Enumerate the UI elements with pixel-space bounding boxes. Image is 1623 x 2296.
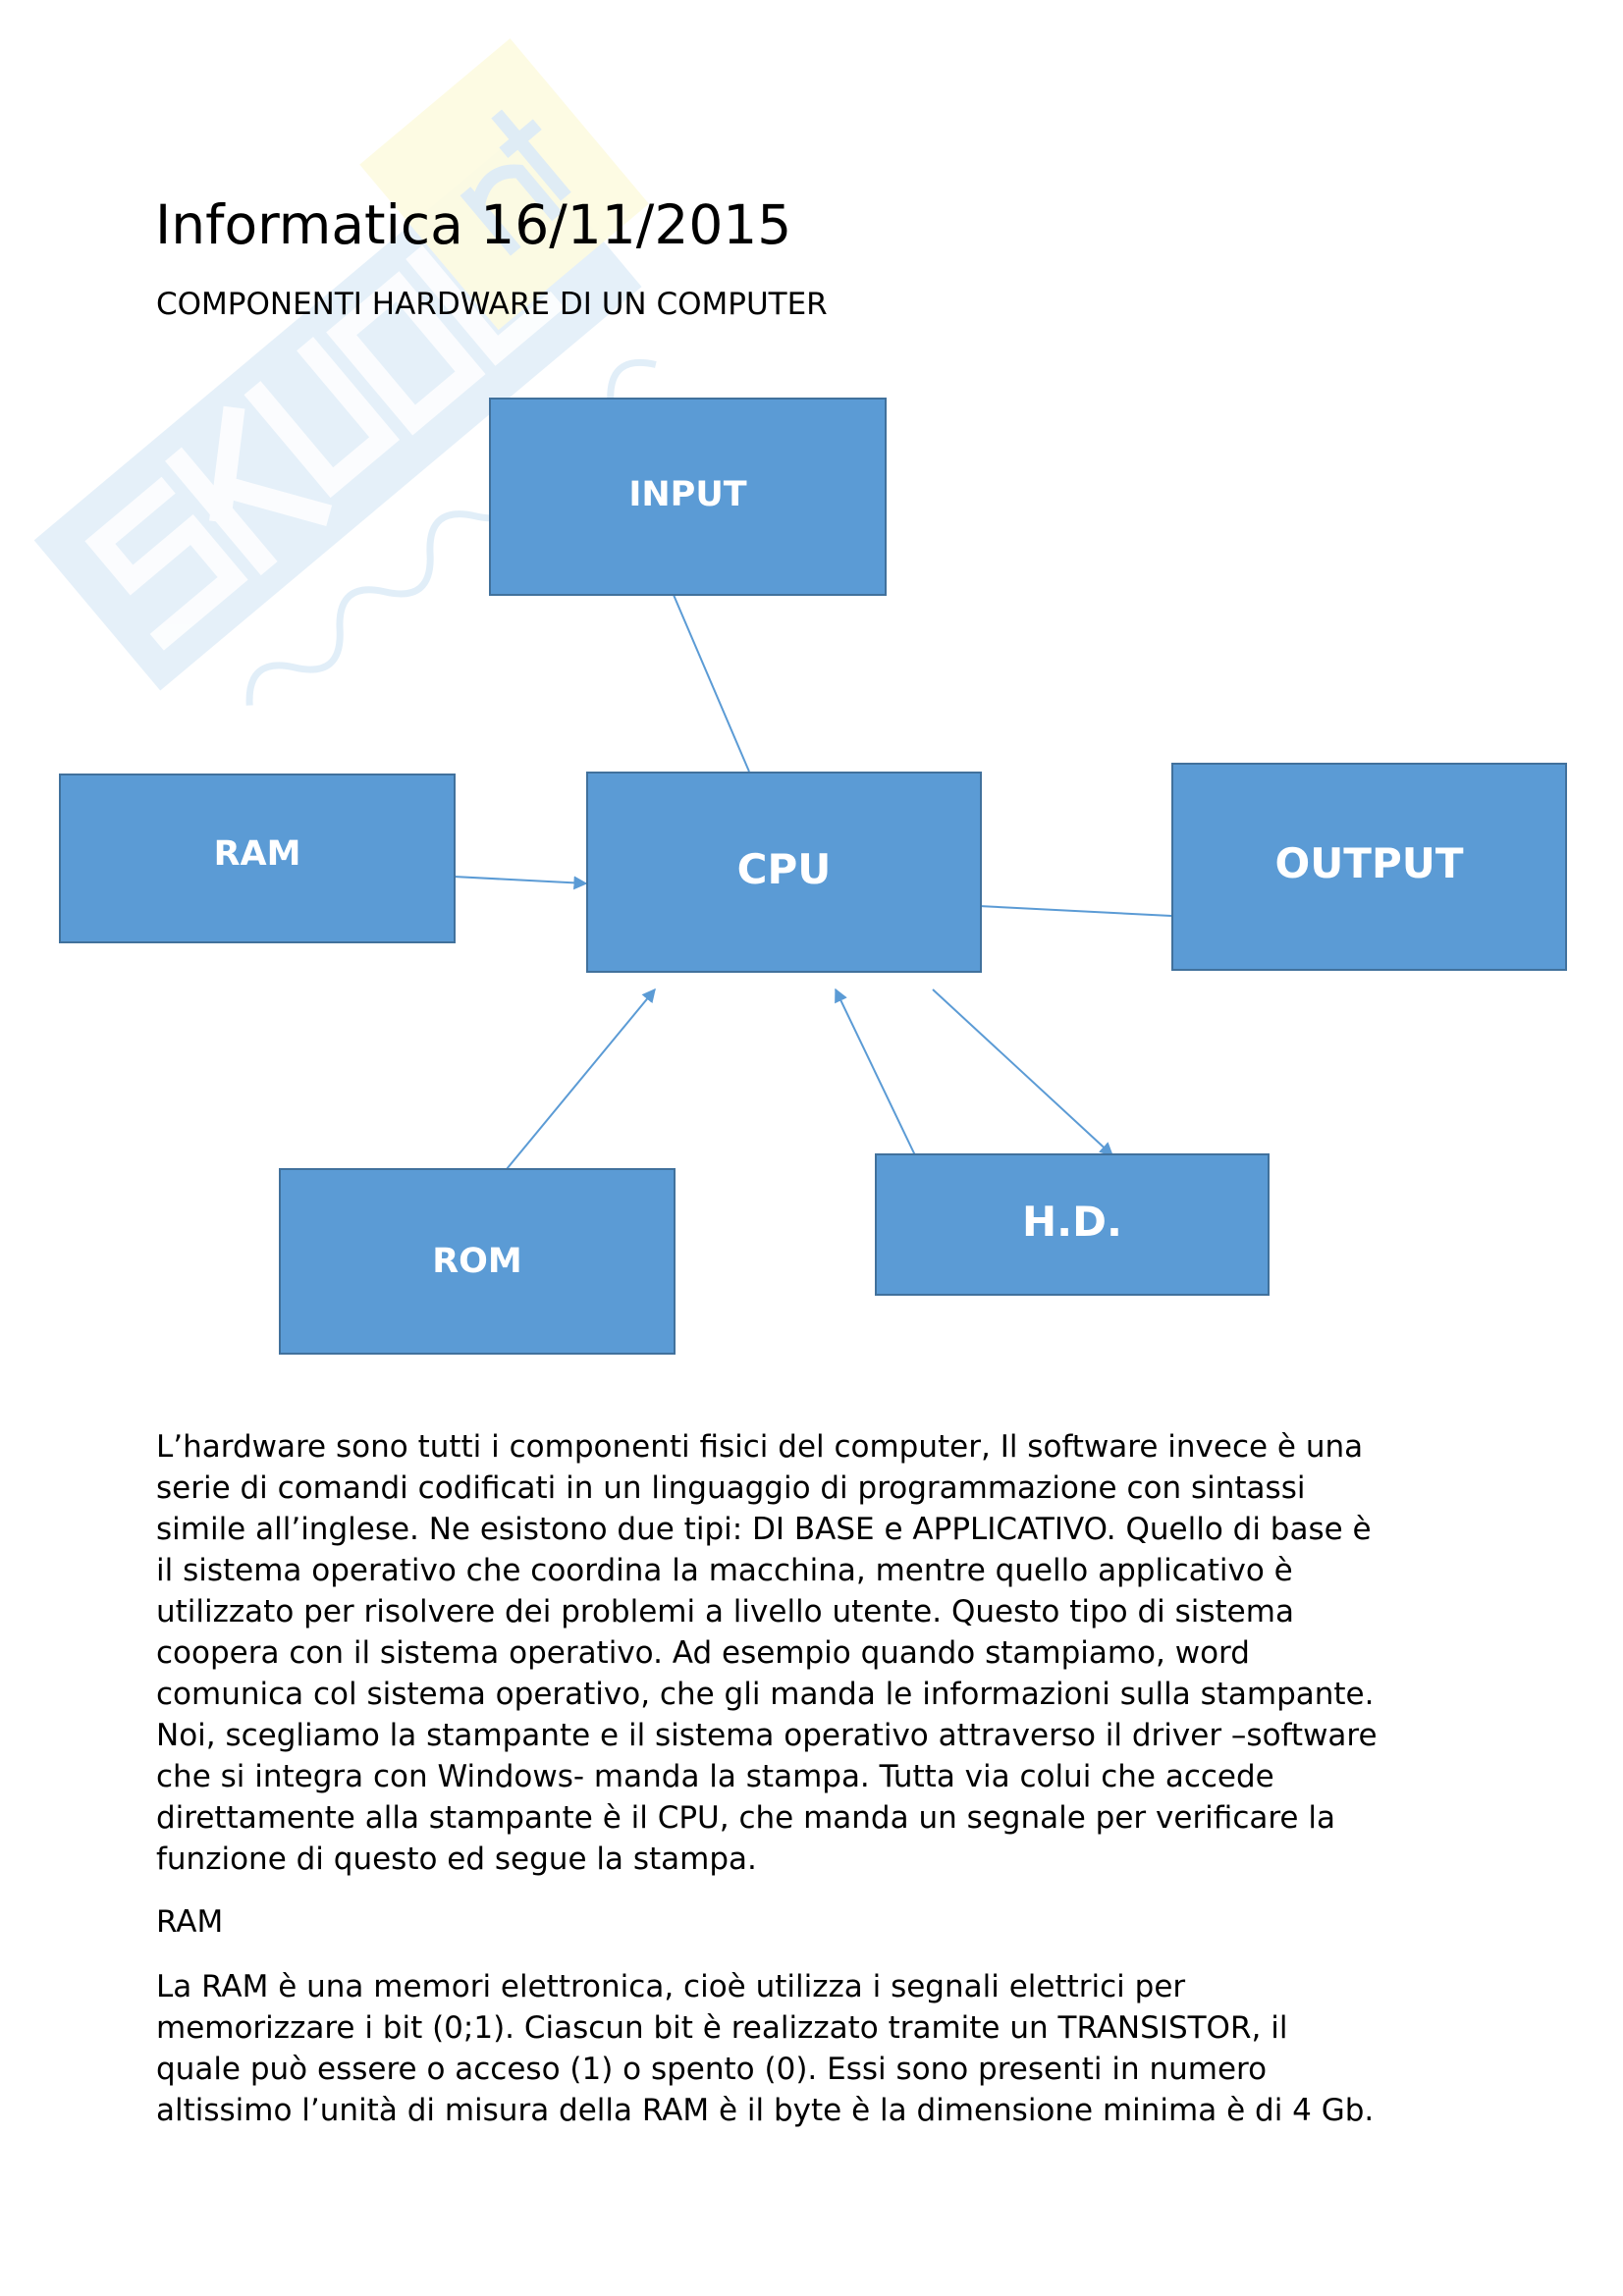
node-rom-label: ROM [432, 1242, 522, 1281]
connector-input-cpu [673, 594, 750, 773]
text-line: serie di comandi codificati in un lingua… [156, 1470, 1306, 1506]
node-cpu-label: CPU [736, 844, 832, 893]
text-line: Noi, scegliamo la stampante e il sistema… [156, 1718, 1378, 1753]
node-input-label: INPUT [628, 474, 747, 514]
text-line: che si integra con Windows- manda la sta… [156, 1759, 1274, 1794]
page-subtitle: COMPONENTI HARDWARE DI UN COMPUTER [156, 287, 828, 322]
text-line: comunica col sistema operativo, che gli … [156, 1677, 1375, 1712]
node-cpu: CPU [586, 772, 982, 973]
text-line: funzione di questo ed segue la stampa. [156, 1842, 757, 1877]
connector-cpu-output [978, 905, 1172, 917]
node-input: INPUT [489, 398, 887, 596]
node-output: OUTPUT [1171, 763, 1567, 971]
section-heading-ram: RAM [156, 1904, 224, 1940]
hardware-diagram-connectors [453, 594, 1172, 1170]
text-line: memorizzare i bit (0;1). Ciascun bit è r… [156, 2010, 1288, 2046]
text-line: L’hardware sono tutti i componenti fisic… [156, 1429, 1364, 1465]
node-output-label: OUTPUT [1274, 839, 1464, 888]
node-hd-label: H.D. [1022, 1197, 1122, 1246]
paragraph-ram: La RAM è una memori elettronica, cioè ut… [156, 1966, 1550, 2131]
node-ram: RAM [59, 774, 456, 943]
node-ram-label: RAM [213, 833, 301, 874]
paragraph-hardware-software: L’hardware sono tutti i componenti fisic… [156, 1426, 1550, 1880]
text-line: utilizzato per risolvere dei problemi a … [156, 1594, 1294, 1629]
arrow-cpu-hd [932, 988, 1114, 1156]
text-line: direttamente alla stampante è il CPU, ch… [156, 1800, 1335, 1836]
text-line: simile all’inglese. Ne esistono due tipi… [156, 1512, 1372, 1547]
text-line: La RAM è una memori elettronica, cioè ut… [156, 1969, 1186, 2004]
text-line: quale può essere o acceso (1) o spento (… [156, 2052, 1268, 2087]
node-hd: H.D. [875, 1153, 1270, 1296]
text-line: coopera con il sistema operativo. Ad ese… [156, 1635, 1250, 1671]
text-line: altissimo l’unità di misura della RAM è … [156, 2093, 1375, 2128]
text-line: il sistema operativo che coordina la mac… [156, 1553, 1293, 1588]
arrow-ram-cpu [453, 876, 588, 890]
page-title: Informatica 16/11/2015 [155, 193, 792, 256]
arrow-rom-cpu [506, 988, 656, 1170]
node-rom: ROM [279, 1168, 676, 1355]
arrow-hd-cpu [835, 988, 916, 1156]
